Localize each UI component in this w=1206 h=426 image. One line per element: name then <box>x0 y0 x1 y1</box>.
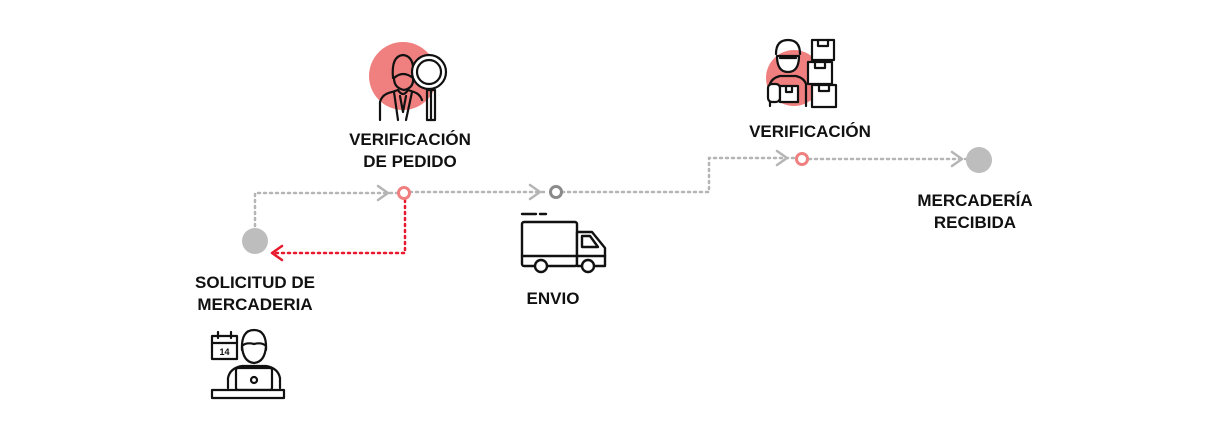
step-label-solicitud-line2: MERCADERIA <box>197 295 313 314</box>
worker-with-boxes-icon <box>766 38 838 109</box>
return-connector-verificacion-pedido-to-solicitud <box>272 198 407 255</box>
step-label-verificacion-pedido-line2: DE PEDIDO <box>363 152 457 171</box>
delivery-truck-icon <box>520 212 607 274</box>
svg-text:14: 14 <box>219 347 229 357</box>
arrowhead-to-verificacion <box>775 149 789 167</box>
node-verificacion <box>795 152 809 166</box>
arrowhead-to-verificacion-pedido <box>376 184 390 202</box>
arrowhead-to-recibida <box>950 150 964 168</box>
step-label-recibida: MERCADERÍA RECIBIDA <box>895 190 1055 234</box>
node-recibida <box>966 147 992 173</box>
step-label-recibida-line2: RECIBIDA <box>933 213 1017 232</box>
node-solicitud <box>242 228 268 254</box>
connector-solicitud-to-verificacion-pedido <box>253 191 400 240</box>
step-label-verificacion-pedido-line1: VERIFICACIÓN <box>349 130 471 149</box>
step-label-verificacion: VERIFICACIÓN <box>735 121 885 143</box>
person-magnifier-icon <box>369 42 448 122</box>
step-label-verificacion-pedido: VERIFICACIÓN DE PEDIDO <box>335 129 485 173</box>
node-envio <box>549 185 563 199</box>
step-label-recibida-line1: MERCADERÍA <box>917 191 1033 210</box>
step-label-verificacion-line1: VERIFICACIÓN <box>749 122 871 141</box>
return-arrowhead-to-solicitud <box>270 244 284 262</box>
arrowhead-to-envio <box>528 183 542 201</box>
step-label-envio: ENVIO <box>503 288 603 310</box>
connector-envio-to-verificacion <box>560 156 798 194</box>
person-at-laptop-calendar-icon: 14 <box>210 328 286 400</box>
node-verificacion-pedido <box>397 186 411 200</box>
step-label-solicitud-line1: SOLICITUD DE <box>195 273 315 292</box>
step-label-solicitud: SOLICITUD DE MERCADERIA <box>180 272 330 316</box>
step-label-envio-line1: ENVIO <box>526 289 580 308</box>
